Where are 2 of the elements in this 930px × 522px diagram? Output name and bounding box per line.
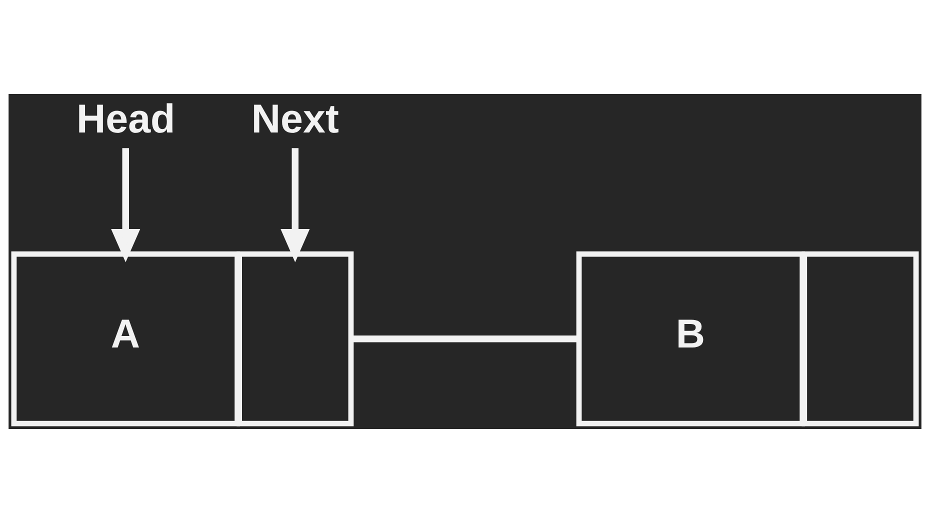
node-text: Head <box>76 94 176 141</box>
node-text: Next <box>251 94 339 141</box>
